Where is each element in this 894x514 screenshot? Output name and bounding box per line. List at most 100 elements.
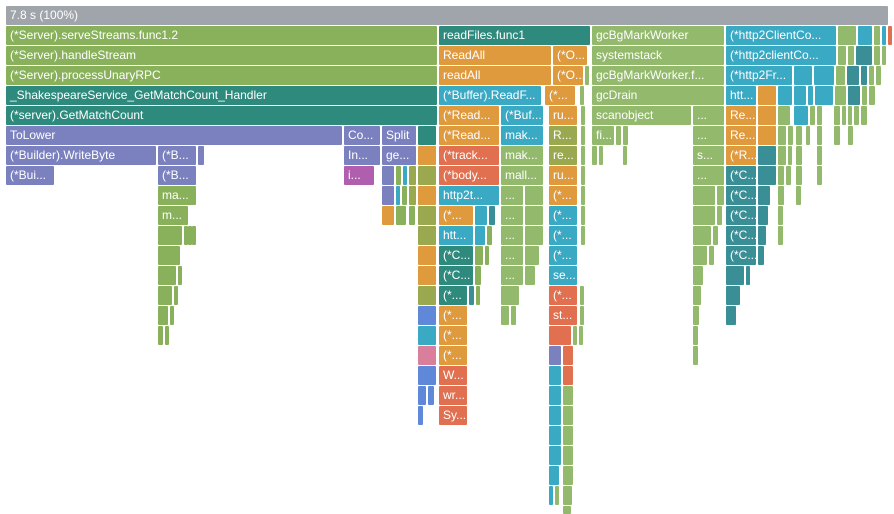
flame-frame[interactable]: [796, 186, 801, 205]
flame-frame[interactable]: (*...: [439, 346, 467, 365]
flame-frame[interactable]: (*http2ClientCo...: [726, 26, 836, 45]
flame-frame[interactable]: [418, 206, 436, 225]
flame-frame[interactable]: [888, 26, 892, 45]
flame-frame[interactable]: (*Bui...: [6, 166, 54, 185]
flame-frame[interactable]: [869, 66, 874, 85]
flame-frame[interactable]: (*...: [439, 326, 467, 345]
flame-frame[interactable]: Co...: [344, 126, 380, 145]
flame-frame[interactable]: (*C...: [726, 226, 756, 245]
flame-frame[interactable]: [476, 286, 480, 305]
flame-frame[interactable]: [862, 86, 867, 105]
flame-frame[interactable]: gcDrain: [592, 86, 724, 105]
flame-frame[interactable]: ReadAll: [439, 46, 551, 65]
flame-frame[interactable]: [418, 366, 436, 385]
flame-frame[interactable]: [573, 326, 577, 345]
flame-frame[interactable]: [475, 206, 487, 225]
flame-frame[interactable]: [580, 86, 584, 105]
flame-frame[interactable]: ...: [693, 106, 724, 125]
flame-frame[interactable]: [581, 146, 585, 165]
flame-frame[interactable]: [525, 186, 543, 205]
flame-frame[interactable]: [188, 226, 192, 245]
flame-frame[interactable]: [623, 126, 628, 145]
flame-frame[interactable]: (*...: [549, 186, 577, 205]
flame-frame[interactable]: [882, 26, 886, 45]
flame-frame[interactable]: [563, 466, 573, 485]
flame-frame[interactable]: [549, 366, 561, 385]
flame-frame[interactable]: st...: [549, 306, 577, 325]
flame-frame[interactable]: [788, 146, 792, 165]
flame-frame[interactable]: [581, 206, 585, 225]
flame-frame[interactable]: (*...: [439, 206, 473, 225]
flame-frame[interactable]: [409, 186, 416, 205]
flame-frame[interactable]: [555, 486, 559, 505]
flame-frame[interactable]: ...: [501, 226, 523, 245]
flame-frame[interactable]: (*Server).serveStreams.func1.2: [6, 26, 437, 45]
flame-frame[interactable]: [549, 346, 561, 365]
flame-frame[interactable]: [794, 106, 808, 125]
flame-frame[interactable]: scanobject: [592, 106, 691, 125]
flame-frame[interactable]: [581, 186, 585, 205]
flame-frame[interactable]: m...: [158, 206, 188, 225]
flame-frame[interactable]: (*Builder).WriteByte: [6, 146, 156, 165]
flame-frame[interactable]: [428, 386, 434, 405]
flame-frame[interactable]: [838, 26, 856, 45]
flame-frame[interactable]: http2t...: [439, 186, 499, 205]
flame-frame[interactable]: [585, 66, 589, 85]
flame-frame[interactable]: [418, 346, 436, 365]
flame-frame[interactable]: [158, 286, 172, 305]
flame-frame[interactable]: [549, 466, 559, 485]
flame-frame[interactable]: [806, 126, 810, 145]
flame-frame[interactable]: ...: [693, 166, 724, 185]
flame-frame[interactable]: [382, 186, 394, 205]
flame-frame[interactable]: [581, 126, 585, 145]
flame-frame[interactable]: [858, 26, 872, 45]
flame-frame[interactable]: [581, 106, 585, 125]
flame-frame[interactable]: [549, 326, 571, 345]
flame-frame[interactable]: (*O...: [553, 66, 583, 85]
flame-frame[interactable]: [174, 286, 178, 305]
flame-frame[interactable]: [817, 146, 822, 165]
flame-frame[interactable]: fi...: [592, 126, 614, 145]
flame-frame[interactable]: [418, 146, 436, 165]
flame-frame[interactable]: [693, 186, 715, 205]
flame-frame[interactable]: [848, 126, 853, 145]
flame-frame[interactable]: [165, 326, 169, 345]
flame-frame[interactable]: [713, 226, 718, 245]
flame-frame[interactable]: [717, 206, 722, 225]
flame-frame[interactable]: [475, 246, 483, 265]
flame-frame[interactable]: (*C...: [726, 246, 756, 265]
flame-frame[interactable]: [525, 246, 539, 265]
flame-frame[interactable]: [778, 186, 784, 205]
flame-frame[interactable]: [869, 86, 875, 105]
flame-frame[interactable]: (*body...: [439, 166, 499, 185]
flame-frame[interactable]: [549, 386, 561, 405]
flame-frame[interactable]: [726, 306, 736, 325]
flame-frame[interactable]: [814, 66, 834, 85]
flame-frame[interactable]: [475, 266, 481, 285]
flame-frame[interactable]: [563, 346, 573, 365]
flame-frame[interactable]: [778, 206, 783, 225]
flame-frame[interactable]: [409, 166, 416, 185]
flame-frame[interactable]: [861, 66, 867, 85]
flame-frame[interactable]: [403, 166, 407, 185]
flame-frame[interactable]: [485, 246, 489, 265]
flame-frame[interactable]: [549, 426, 561, 445]
flame-frame[interactable]: [746, 266, 750, 285]
flame-frame[interactable]: [396, 206, 406, 225]
flame-frame[interactable]: [418, 126, 436, 145]
flame-frame[interactable]: (*C...: [439, 246, 473, 265]
flame-frame[interactable]: (*C...: [439, 266, 473, 285]
flame-frame[interactable]: [599, 146, 603, 165]
flame-frame[interactable]: [842, 106, 846, 125]
flame-frame[interactable]: [758, 126, 776, 145]
flame-frame[interactable]: [487, 226, 492, 245]
flame-frame[interactable]: (*B...: [158, 146, 196, 165]
flame-frame[interactable]: [876, 66, 881, 85]
flame-frame[interactable]: [758, 226, 766, 245]
flame-frame[interactable]: _ShakespeareService_GetMatchCount_Handle…: [6, 86, 437, 105]
flame-frame[interactable]: [794, 86, 806, 105]
flame-frame[interactable]: (*O...: [553, 46, 587, 65]
flame-frame[interactable]: [525, 206, 543, 225]
flame-frame[interactable]: [709, 246, 714, 265]
flame-frame[interactable]: (*Buffer).ReadF...: [439, 86, 541, 105]
